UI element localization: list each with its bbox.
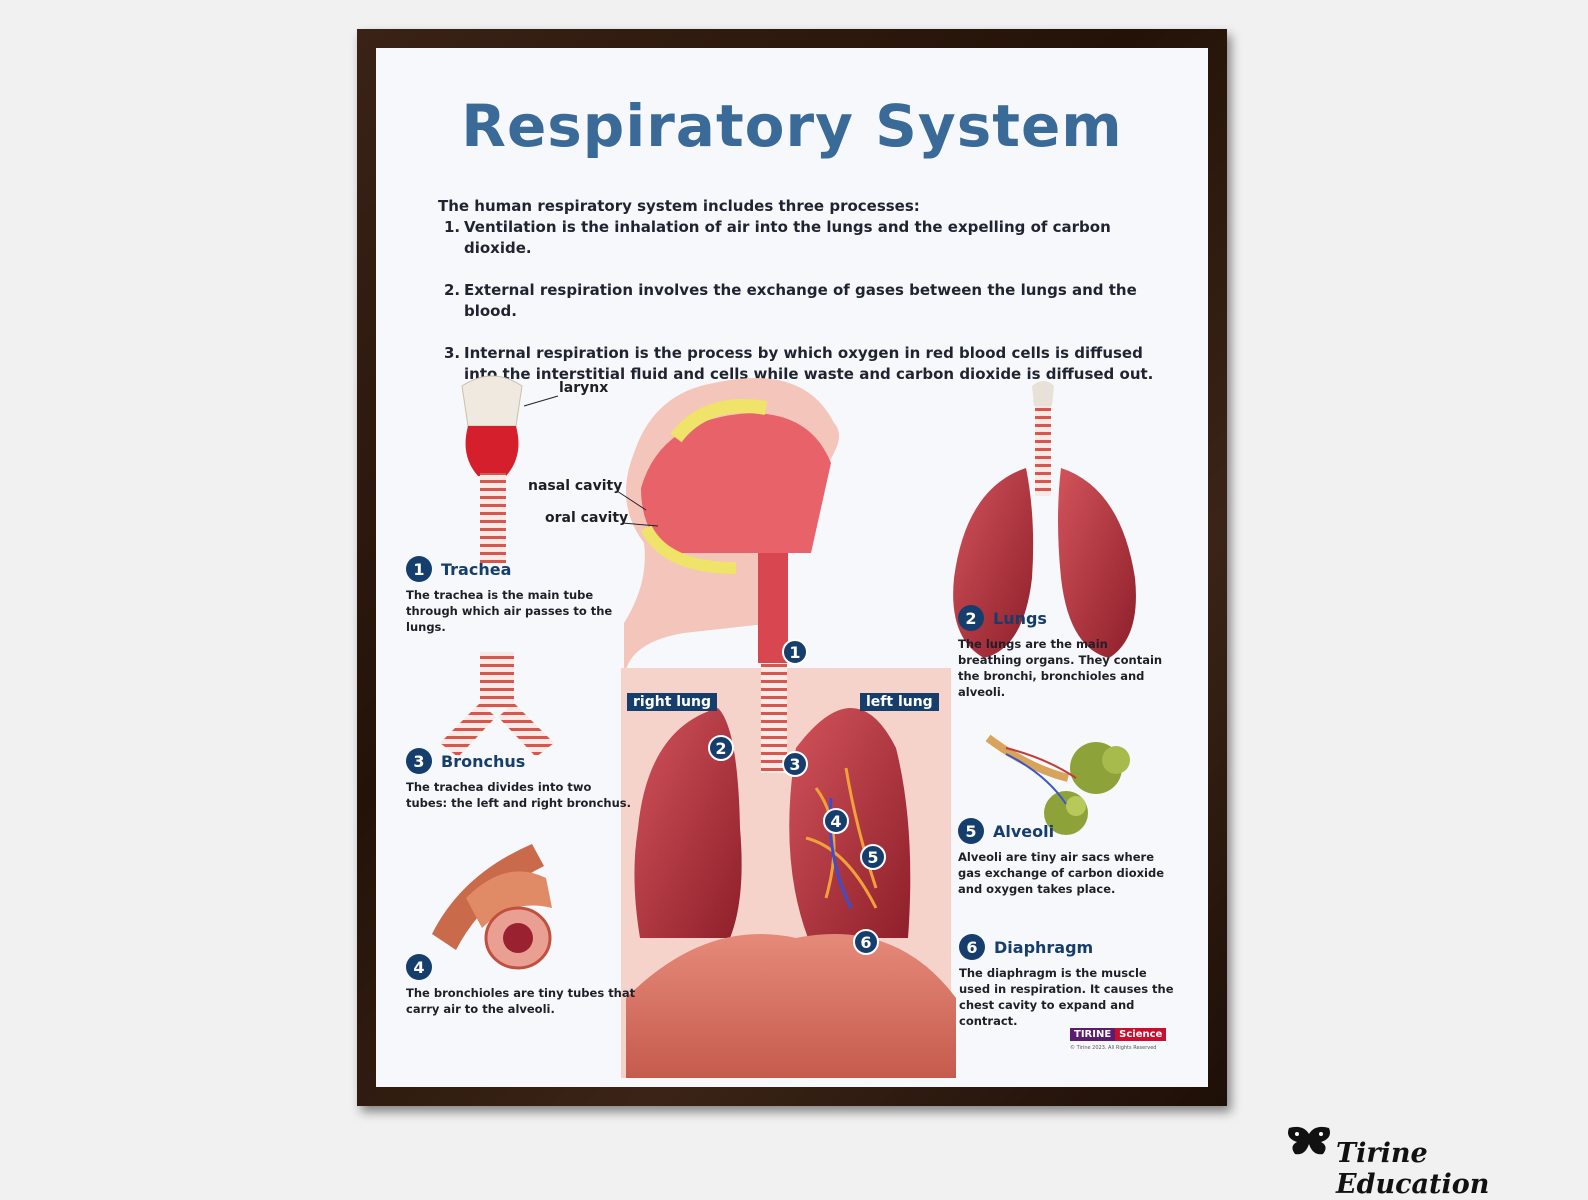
bronchus-figure — [440, 652, 554, 757]
poster-title: Respiratory System — [461, 92, 1123, 160]
marker-1: 1 — [782, 639, 808, 665]
torso-figure — [616, 378, 956, 1078]
nasal-cavity-label: nasal cavity — [528, 478, 623, 494]
right-lung-label: right lung — [627, 693, 718, 711]
process-item: 3.Internal respiration is the process by… — [444, 344, 1154, 383]
alveoli-figure — [985, 734, 1130, 835]
marker-6: 6 — [853, 929, 879, 955]
larynx-label: larynx — [559, 380, 609, 396]
marker-4: 4 — [823, 808, 849, 834]
marker-2: 2 — [708, 735, 734, 761]
oral-cavity-label: oral cavity — [545, 510, 629, 526]
copyright-notice: © Tirine 2023. All Rights Reserved — [1070, 1045, 1157, 1051]
poster: Respiratory System The human respiratory… — [376, 48, 1208, 1087]
bronchiole-figure — [432, 844, 552, 970]
watermark: Tirine Education — [1336, 1138, 1490, 1200]
process-item: 1.Ventilation is the inhalation of air i… — [444, 218, 1111, 257]
left-lung-label: left lung — [860, 693, 939, 711]
butterfly-icon — [1288, 1126, 1330, 1155]
picture-frame: Respiratory System The human respiratory… — [357, 29, 1227, 1106]
section-bronchioles: 4 The bronchioles are tiny tubes that ca… — [406, 954, 636, 1017]
process-item: 2.External respiration involves the exch… — [444, 281, 1137, 320]
intro-text: The human respiratory system includes th… — [438, 196, 1158, 385]
trachea-figure — [461, 375, 559, 563]
intro-lead: The human respiratory system includes th… — [438, 197, 920, 215]
marker-3: 3 — [782, 751, 808, 777]
marker-5: 5 — [860, 844, 886, 870]
